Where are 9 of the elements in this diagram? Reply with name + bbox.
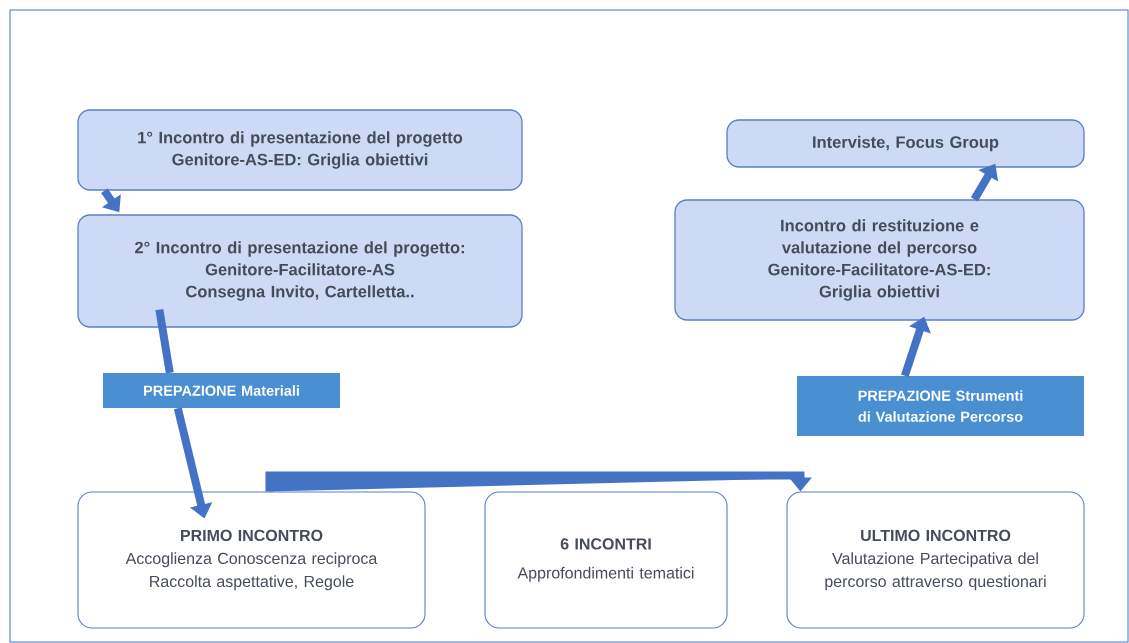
process-box: 1° Incontro di presentazione del progetto Genitore-AS-ED: Griglia obiettivi <box>77 109 523 191</box>
process-box: Incontro di restituzione e valutazione del percorso Genitore-Facilitatore-AS-ED: Griglia obiettivi <box>674 199 1085 321</box>
process-box: 2° Incontro di presentazione del progetto: Genitore-Facilitatore-AS Consegna Invito, Cartelletta.. <box>77 214 523 328</box>
stage-box: ULTIMO INCONTRO Valutazione Partecipativa del percorso attraverso questionari <box>786 491 1085 629</box>
banner-box: PREPAZIONE Materiali <box>103 373 340 408</box>
banner-box: PREPAZIONE Strumenti di Valutazione Percorso <box>797 376 1084 436</box>
stage-box: 6 INCONTRI Approfondimenti tematici <box>484 491 728 629</box>
stage-box: PRIMO INCONTRO Accoglienza Conoscenza reciproca Raccolta aspettative, Regole <box>77 491 426 629</box>
process-box: Interviste, Focus Group <box>726 119 1085 168</box>
